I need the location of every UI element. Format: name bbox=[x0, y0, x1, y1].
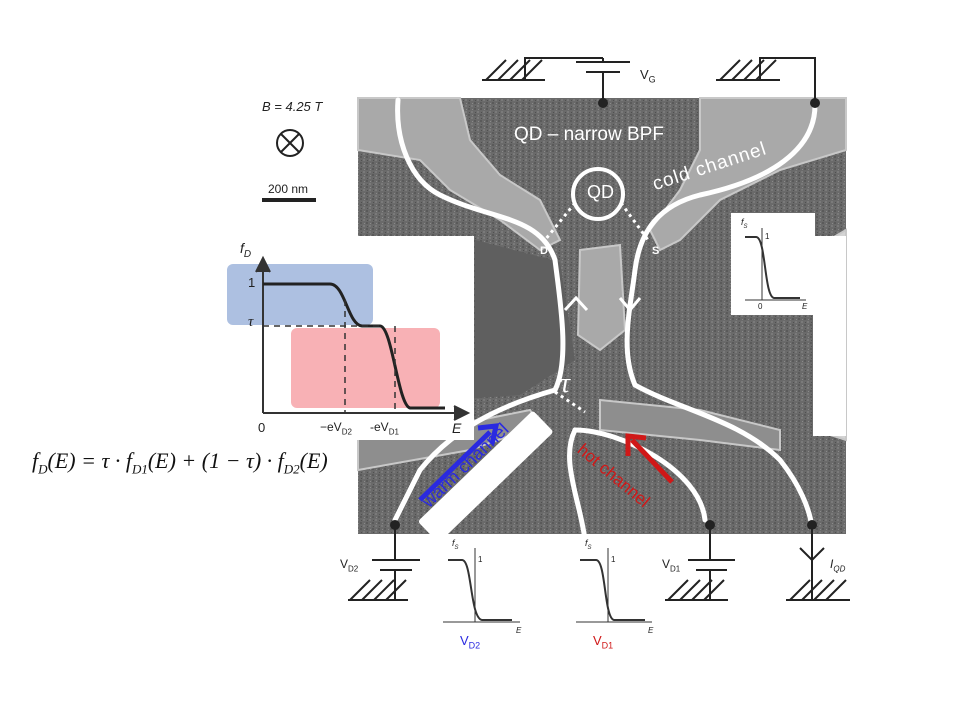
iqd-label: IQD bbox=[830, 557, 846, 574]
vd2-plot-y-label: fS bbox=[452, 538, 459, 551]
bottom-circuits bbox=[348, 525, 850, 601]
qd-label: QD bbox=[587, 182, 614, 202]
gate-voltage-label: VG bbox=[640, 67, 656, 85]
vd1-plot-title: VD1 bbox=[593, 633, 614, 651]
source-distribution-plot bbox=[745, 228, 806, 301]
main-plot-tick-1: 1 bbox=[248, 275, 256, 290]
source-letter: S bbox=[652, 245, 660, 257]
main-plot-tick-tau: τ bbox=[248, 314, 254, 330]
main-plot-origin: 0 bbox=[258, 420, 266, 435]
scale-bar bbox=[262, 198, 316, 202]
vd1-plot-e: E bbox=[648, 626, 654, 635]
hot-channel-arrow bbox=[625, 433, 674, 484]
warm-channel-arrow bbox=[418, 423, 500, 502]
gate-circuit bbox=[482, 57, 816, 103]
fd-curve bbox=[263, 282, 445, 410]
main-plot-tick-vd2: −eVD2 bbox=[320, 420, 352, 437]
magnetic-field-into-page-icon bbox=[276, 129, 304, 157]
drain-letter: D bbox=[540, 245, 548, 257]
vd2-plot-title: VD2 bbox=[460, 633, 481, 651]
main-plot-y-label: fD bbox=[240, 240, 252, 260]
quantum-dot-circle bbox=[571, 167, 625, 221]
tunnel-barriers bbox=[543, 202, 650, 414]
right-white-region bbox=[813, 236, 846, 436]
vd2-plot-e: E bbox=[516, 626, 522, 635]
vd1-source-label: VD1 bbox=[662, 557, 681, 574]
right-plot-zero: 0 bbox=[758, 302, 763, 311]
vd1-plot-y-label: fS bbox=[585, 538, 592, 551]
vd2-source-label: VD2 bbox=[340, 557, 359, 574]
field-label: B = 4.25 T bbox=[262, 99, 323, 114]
main-fd-plot bbox=[227, 255, 471, 421]
red-region bbox=[291, 328, 440, 408]
right-plot-e: E bbox=[802, 302, 808, 311]
main-plot-tick-vd1: -eVD1 bbox=[370, 420, 399, 437]
bpf-title: QD – narrow BPF bbox=[514, 124, 664, 145]
equation: fD(E) = τ · fD1(E) + (1 − τ) · fD2(E) bbox=[32, 448, 328, 477]
right-plot-one: 1 bbox=[765, 232, 770, 241]
right-plot-y-label: fS bbox=[741, 217, 748, 230]
main-plot-x-label: E bbox=[452, 420, 462, 436]
flow-chevrons bbox=[563, 295, 642, 313]
vd1-plot-one: 1 bbox=[611, 555, 616, 564]
vd1-distribution-plot bbox=[576, 548, 652, 623]
vd2-plot-one: 1 bbox=[478, 555, 483, 564]
tau-label: τ bbox=[560, 368, 571, 399]
vd2-distribution-plot bbox=[443, 548, 520, 623]
scale-label: 200 nm bbox=[268, 182, 309, 196]
edge-channels bbox=[392, 97, 818, 543]
